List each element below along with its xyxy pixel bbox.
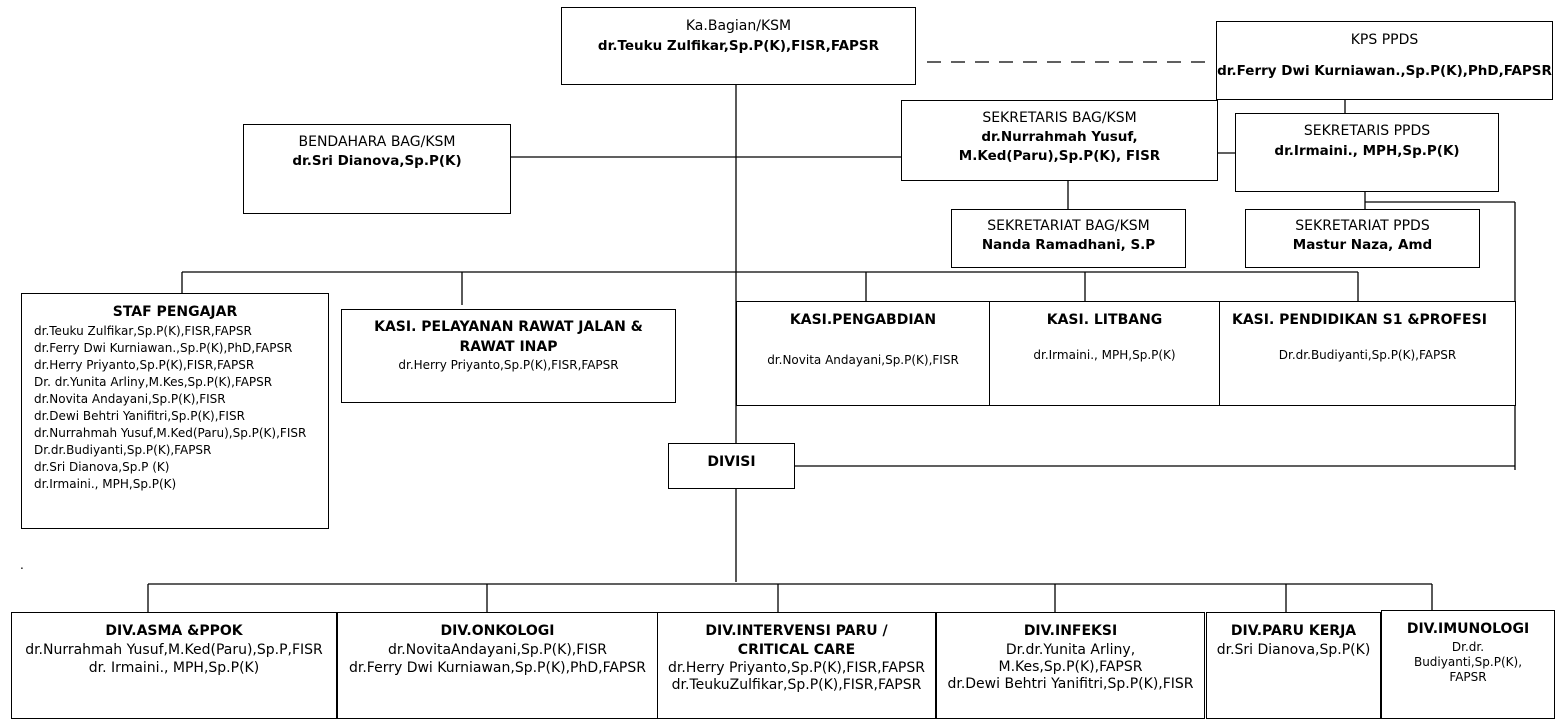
div-intervensi-line2: dr.TeukuZulfikar,Sp.P(K),FISR,FAPSR: [671, 677, 922, 693]
kasi-pelayanan-box: KASI. PELAYANAN RAWAT JALAN & RAWAT INAP…: [341, 309, 676, 403]
staf-member: dr.Sri Dianova,Sp.P (K): [34, 460, 170, 474]
div-infeksi-line2: M.Kes,Sp.P(K),FAPSR: [998, 659, 1143, 675]
div-imunologi-title: DIV.IMUNOLOGI: [1406, 621, 1530, 637]
bendahara-name: dr.Sri Dianova,Sp.P(K): [292, 153, 462, 169]
div-asma-title: DIV.ASMA &PPOK: [105, 623, 243, 639]
div-parukerja-box: DIV.PARU KERJA dr.Sri Dianova,Sp.P(K): [1206, 612, 1381, 719]
div-infeksi-line1: Dr.dr.Yunita Arliny,: [1005, 642, 1136, 658]
div-imunologi-box: DIV.IMUNOLOGI Dr.dr. Budiyanti,Sp.P(K), …: [1381, 610, 1555, 719]
staf-member: dr.Nurrahmah Yusuf,M.Ked(Paru),Sp.P(K),F…: [34, 426, 307, 440]
div-asma-line1: dr.Nurrahmah Yusuf,M.Ked(Paru),Sp.P,FISR: [25, 642, 323, 658]
stray-dot: .: [20, 558, 24, 572]
div-parukerja-title: DIV.PARU KERJA: [1230, 623, 1357, 639]
kasi-litbang-box: KASI. LITBANG dr.Irmaini., MPH,Sp.P(K): [989, 301, 1220, 406]
staf-member: dr.Ferry Dwi Kurniawan.,Sp.P(K),PhD,FAPS…: [34, 341, 293, 355]
sekretaris-ppds-box: SEKRETARIS PPDS dr.Irmaini., MPH,Sp.P(K): [1235, 113, 1499, 192]
div-onkologi-line1: dr.NovitaAndayani,Sp.P(K),FISR: [387, 642, 608, 658]
div-imunologi-line2: Budiyanti,Sp.P(K),: [1413, 655, 1523, 669]
kps-box: KPS PPDS dr.Ferry Dwi Kurniawan.,Sp.P(K)…: [1216, 21, 1553, 100]
sekretariat-ppds-box: SEKRETARIAT PPDS Mastur Naza, Amd: [1245, 209, 1480, 268]
div-imunologi-line3: FAPSR: [1449, 670, 1487, 684]
kps-name: dr.Ferry Dwi Kurniawan.,Sp.P(K),PhD,FAPS…: [1217, 63, 1552, 79]
div-intervensi-title-1: DIV.INTERVENSI PARU /: [705, 623, 888, 639]
kasi-pendidikan-title: KASI. PENDIDIKAN S1 &PROFESI: [1232, 312, 1487, 328]
bendahara-title: BENDAHARA BAG/KSM: [298, 134, 456, 150]
div-asma-box: DIV.ASMA &PPOK dr.Nurrahmah Yusuf,M.Ked(…: [11, 612, 337, 719]
kabag-box: Ka.Bagian/KSM dr.Teuku Zulfikar,Sp.P(K),…: [561, 7, 916, 85]
sekretariat-bag-name: Nanda Ramadhani, S.P: [981, 237, 1156, 253]
div-intervensi-title-2: CRITICAL CARE: [737, 642, 856, 658]
div-infeksi-title: DIV.INFEKSI: [1023, 623, 1118, 639]
kasi-pelayanan-title-1: KASI. PELAYANAN RAWAT JALAN &: [374, 319, 643, 335]
staf-member: dr.Irmaini., MPH,Sp.P(K): [34, 477, 177, 491]
div-infeksi-line3: dr.Dewi Behtri Yanifitri,Sp.P(K),FISR: [947, 676, 1194, 692]
staf-member: dr.Novita Andayani,Sp.P(K),FISR: [34, 392, 226, 406]
div-asma-line2: dr. Irmaini., MPH,Sp.P(K): [88, 660, 260, 676]
kasi-pelayanan-name: dr.Herry Priyanto,Sp.P(K),FISR,FAPSR: [398, 358, 619, 372]
divisi-title: DIVISI: [707, 454, 756, 470]
sekretaris-bag-name-1: dr.Nurrahmah Yusuf,: [981, 129, 1138, 145]
staf-member: dr.Dewi Behtri Yanifitri,Sp.P(K),FISR: [34, 409, 245, 423]
kabag-name: dr.Teuku Zulfikar,Sp.P(K),FISR,FAPSR: [597, 38, 880, 54]
div-onkologi-title: DIV.ONKOLOGI: [440, 623, 555, 639]
sekretariat-ppds-title: SEKRETARIAT PPDS: [1295, 218, 1430, 234]
staf-member: dr.Herry Priyanto,Sp.P(K),FISR,FAPSR: [34, 358, 255, 372]
sekretaris-bag-box: SEKRETARIS BAG/KSM dr.Nurrahmah Yusuf, M…: [901, 100, 1218, 181]
div-parukerja-line1: dr.Sri Dianova,Sp.P(K): [1216, 642, 1371, 658]
kasi-pengabdian-box: KASI.PENGABDIAN dr.Novita Andayani,Sp.P(…: [736, 301, 990, 406]
div-imunologi-line1: Dr.dr.: [1451, 640, 1485, 654]
sekretariat-bag-box: SEKRETARIAT BAG/KSM Nanda Ramadhani, S.P: [951, 209, 1186, 268]
kasi-pengabdian-name: dr.Novita Andayani,Sp.P(K),FISR: [767, 353, 959, 367]
staf-title: STAF PENGAJAR: [112, 304, 238, 320]
divisi-box: DIVISI: [668, 443, 795, 489]
div-intervensi-line1: dr.Herry Priyanto,Sp.P(K),FISR,FAPSR: [668, 660, 925, 676]
sekretaris-ppds-name: dr.Irmaini., MPH,Sp.P(K): [1274, 143, 1460, 159]
staf-member: Dr.dr.Budiyanti,Sp.P(K),FAPSR: [34, 443, 212, 457]
sekretaris-ppds-title: SEKRETARIS PPDS: [1303, 123, 1431, 139]
sekretaris-bag-name-2: M.Ked(Paru),Sp.P(K), FISR: [958, 148, 1161, 164]
div-infeksi-box: DIV.INFEKSI Dr.dr.Yunita Arliny, M.Kes,S…: [936, 612, 1205, 719]
sekretariat-bag-title: SEKRETARIAT BAG/KSM: [987, 218, 1150, 234]
staf-member: Dr. dr.Yunita Arliny,M.Kes,Sp.P(K),FAPSR: [34, 375, 273, 389]
staf-member-list: dr.Teuku Zulfikar,Sp.P(K),FISR,FAPSR dr.F…: [22, 324, 328, 491]
kps-title: KPS PPDS: [1350, 32, 1419, 48]
kasi-litbang-name: dr.Irmaini., MPH,Sp.P(K): [1033, 348, 1176, 362]
kasi-litbang-title: KASI. LITBANG: [1046, 312, 1163, 328]
kasi-pengabdian-title: KASI.PENGABDIAN: [789, 312, 937, 328]
sekretaris-bag-title: SEKRETARIS BAG/KSM: [982, 110, 1137, 126]
bendahara-box: BENDAHARA BAG/KSM dr.Sri Dianova,Sp.P(K): [243, 124, 511, 214]
kabag-title: Ka.Bagian/KSM: [685, 18, 792, 34]
staf-member: dr.Teuku Zulfikar,Sp.P(K),FISR,FAPSR: [34, 324, 252, 338]
staf-box: STAF PENGAJAR dr.Teuku Zulfikar,Sp.P(K),…: [21, 293, 329, 529]
div-onkologi-box: DIV.ONKOLOGI dr.NovitaAndayani,Sp.P(K),F…: [337, 612, 658, 719]
kasi-pendidikan-box: KASI. PENDIDIKAN S1 &PROFESI Dr.dr.Budiy…: [1219, 301, 1516, 406]
kasi-pelayanan-title-2: RAWAT INAP: [459, 339, 558, 355]
kasi-pendidikan-name: Dr.dr.Budiyanti,Sp.P(K),FAPSR: [1278, 348, 1457, 362]
div-intervensi-box: DIV.INTERVENSI PARU / CRITICAL CARE dr.H…: [657, 612, 936, 719]
sekretariat-ppds-name: Mastur Naza, Amd: [1292, 237, 1433, 253]
div-onkologi-line2: dr.Ferry Dwi Kurniawan,Sp.P(K),PhD,FAPSR: [348, 660, 646, 676]
